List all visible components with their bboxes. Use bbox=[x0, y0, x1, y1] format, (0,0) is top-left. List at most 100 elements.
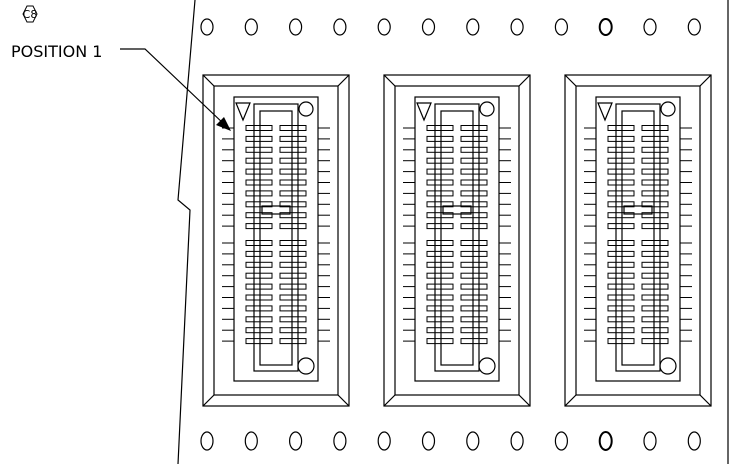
pocket-outer-frame bbox=[202, 74, 350, 407]
sprocket-hole-bottom bbox=[687, 431, 701, 451]
connector-body bbox=[233, 96, 319, 382]
sprocket-hole-bottom bbox=[510, 431, 524, 451]
pin-contact-left bbox=[426, 135, 454, 142]
pin-contact-right bbox=[279, 157, 307, 164]
pin-one-triangle bbox=[597, 102, 613, 122]
pin-contact-left bbox=[245, 135, 273, 142]
pin-contact-right bbox=[279, 135, 307, 142]
pin-contact-right bbox=[641, 294, 669, 301]
pocket-inner-frame bbox=[213, 85, 339, 396]
pin-contact-left bbox=[426, 305, 454, 312]
pin-contact-left bbox=[245, 338, 273, 345]
pin-contact-right bbox=[460, 338, 488, 345]
pin-contact-right bbox=[641, 212, 669, 219]
pin-contact-left bbox=[426, 283, 454, 290]
pin-contact-right bbox=[641, 201, 669, 208]
pin-contact-left bbox=[426, 261, 454, 268]
pin-contact-right bbox=[279, 223, 307, 230]
pin-contact-right bbox=[641, 190, 669, 197]
connector-slot-inner bbox=[259, 110, 293, 366]
callout-arrowhead bbox=[216, 117, 231, 131]
pin-contact-right bbox=[641, 223, 669, 230]
connector-slot-outer bbox=[434, 103, 480, 372]
pin-one-triangle bbox=[235, 102, 251, 122]
pin-contact-left bbox=[245, 179, 273, 186]
pin-contact-right bbox=[279, 190, 307, 197]
sprocket-hole-top bbox=[244, 18, 258, 36]
connector-center-key bbox=[623, 205, 653, 215]
pin-contact-left bbox=[426, 250, 454, 257]
pin-contact-right bbox=[641, 125, 669, 131]
sprocket-hole-bottom bbox=[466, 431, 480, 451]
sprocket-hole-bottom bbox=[554, 431, 569, 451]
pin-contact-right bbox=[460, 125, 488, 131]
pin-contact-left bbox=[426, 272, 454, 279]
pin-contact-right bbox=[279, 261, 307, 268]
connector-body bbox=[414, 96, 500, 382]
pin-contact-left bbox=[245, 201, 273, 208]
pin-contact-left bbox=[607, 272, 635, 279]
pin-contact-left bbox=[426, 327, 454, 334]
connector-slot-outer bbox=[253, 103, 299, 372]
connector-pocket bbox=[202, 74, 350, 407]
pin-contact-left bbox=[245, 240, 273, 246]
pin-contact-right bbox=[460, 261, 488, 268]
pin-contact-right bbox=[279, 272, 307, 279]
sprocket-hole-bottom bbox=[643, 431, 657, 451]
pin-contact-right bbox=[641, 146, 669, 153]
tape-left-edge bbox=[177, 0, 196, 464]
pin-one-triangle bbox=[416, 102, 432, 122]
pocket-corner-chamfer bbox=[699, 394, 712, 407]
pocket-corner-chamfer bbox=[699, 74, 712, 87]
connector-pocket bbox=[564, 74, 712, 407]
pin-contact-left bbox=[245, 261, 273, 268]
pin-contact-left bbox=[245, 294, 273, 301]
pin-contact-left bbox=[426, 316, 454, 323]
pin-contact-right bbox=[279, 168, 307, 175]
pin-contact-left bbox=[426, 168, 454, 175]
sprocket-hole-top bbox=[377, 18, 391, 36]
pocket-corner-chamfer bbox=[564, 74, 577, 87]
pocket-inner-frame bbox=[394, 85, 520, 396]
pocket-corner-chamfer bbox=[518, 394, 531, 407]
pocket-corner-chamfer bbox=[337, 394, 350, 407]
sprocket-hole-bottom bbox=[289, 431, 303, 451]
pin-contact-right bbox=[460, 135, 488, 142]
callout-tag: C8 bbox=[23, 8, 38, 21]
pin-contact-left bbox=[607, 157, 635, 164]
pin-contact-left bbox=[426, 190, 454, 197]
pin-contact-right bbox=[641, 179, 669, 186]
callout-label: POSITION 1 bbox=[11, 42, 102, 61]
pin-contact-right bbox=[279, 283, 307, 290]
sprocket-hole-top bbox=[598, 18, 613, 36]
connector-center-key bbox=[442, 205, 472, 215]
pin-contact-left bbox=[426, 125, 454, 131]
pin-contact-left bbox=[245, 223, 273, 230]
pin-contact-left bbox=[607, 294, 635, 301]
pin-contact-right bbox=[460, 272, 488, 279]
sprocket-hole-top bbox=[200, 18, 214, 36]
pin-contact-left bbox=[607, 190, 635, 197]
pin-contact-left bbox=[607, 283, 635, 290]
pin-contact-right bbox=[279, 327, 307, 334]
pin-contact-right bbox=[279, 212, 307, 219]
pin-contact-right bbox=[641, 261, 669, 268]
pin-contact-right bbox=[460, 283, 488, 290]
pocket-outer-frame bbox=[564, 74, 712, 407]
pin-contact-right bbox=[279, 240, 307, 246]
pin-contact-right bbox=[641, 316, 669, 323]
pin-contact-left bbox=[426, 338, 454, 345]
sprocket-hole-bottom bbox=[333, 431, 347, 451]
pin-contact-left bbox=[607, 240, 635, 246]
carrier-tape bbox=[177, 0, 729, 464]
pin-contact-left bbox=[607, 201, 635, 208]
pin-contact-right bbox=[460, 223, 488, 230]
pin-contact-left bbox=[607, 168, 635, 175]
pin-contact-right bbox=[641, 240, 669, 246]
pocket-corner-chamfer bbox=[383, 394, 396, 407]
pocket-outer-frame bbox=[383, 74, 531, 407]
pin-contact-right bbox=[279, 338, 307, 345]
pin-contact-left bbox=[426, 240, 454, 246]
sprocket-hole-bottom bbox=[421, 431, 436, 451]
